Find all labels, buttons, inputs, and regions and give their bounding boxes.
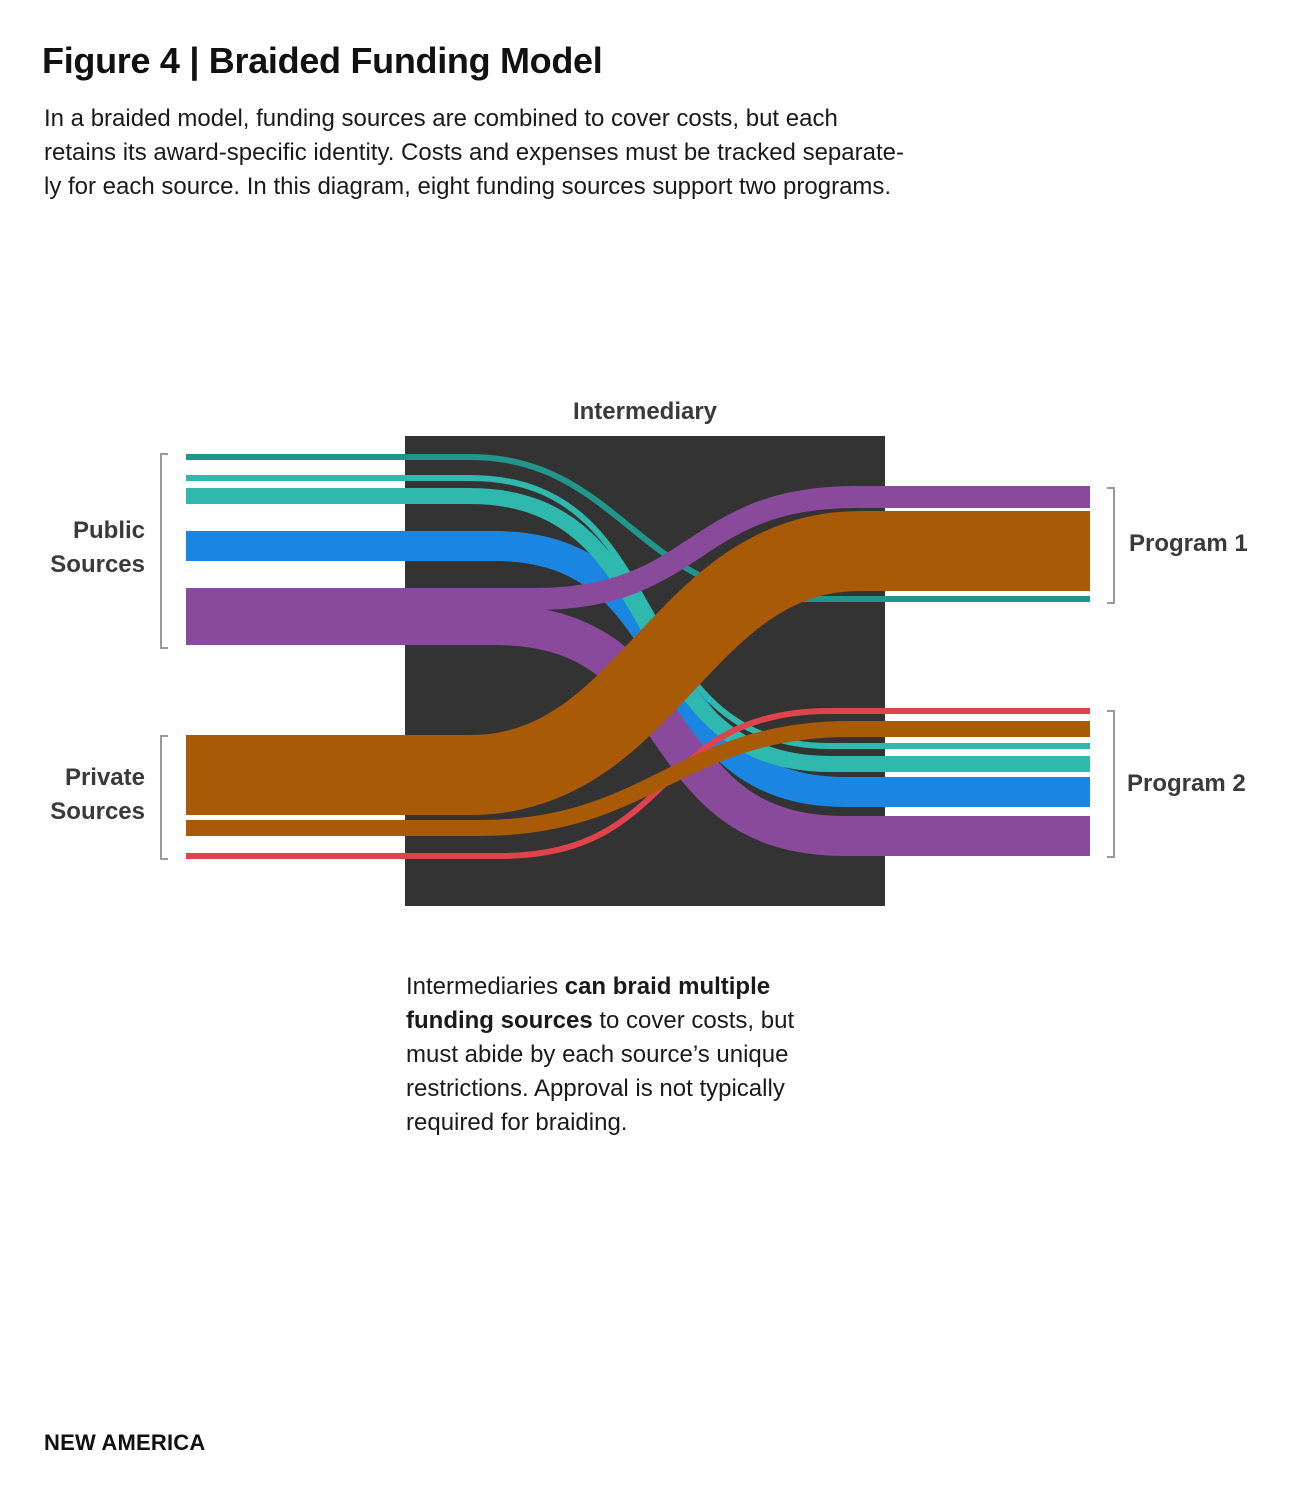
note-text: Intermediaries (406, 973, 565, 1000)
intermediary-label: Intermediary (572, 398, 718, 425)
program2-bracket (1107, 710, 1115, 858)
note-emphasis: can braid multiple (564, 973, 771, 1000)
note-emphasis: funding sources (406, 1007, 593, 1034)
funding-streams (186, 454, 1090, 859)
public-label-line: Public (72, 517, 145, 544)
note-line: funding sources to cover costs, but (406, 1004, 906, 1038)
intermediary-note: Intermediaries can braid multiple fundin… (406, 970, 906, 1140)
private-sources-label: Private Sources (50, 761, 145, 829)
note-line: Intermediaries can braid multiple (406, 970, 906, 1004)
publisher-logo: NEW AMERICA (44, 1430, 206, 1455)
note-line: required for braiding. (406, 1109, 628, 1136)
stream-brown-thin (186, 721, 1090, 836)
figure-subtitle: In a braided model, funding sources are … (44, 102, 1104, 204)
figure-title: Figure 4 | Braided Funding Model (42, 40, 603, 81)
note-line: must abide by each source’s unique (406, 1041, 789, 1068)
public-sources-bracket (160, 453, 168, 649)
private-label-line: Private (64, 764, 145, 791)
stream-purple-to-program2 (186, 605, 1090, 856)
private-sources-bracket (160, 735, 168, 860)
stream-purple-to-program1 (186, 486, 1090, 610)
subtitle-line: retains its award-specific identity. Cos… (44, 139, 904, 166)
program1-bracket (1107, 487, 1115, 604)
subtitle-line: In a braided model, funding sources are … (44, 105, 838, 132)
note-line: restrictions. Approval is not typically (406, 1075, 785, 1102)
note-text: to cover costs, but (592, 1007, 795, 1034)
program2-label: Program 2 (1127, 770, 1246, 797)
program1-label: Program 1 (1129, 530, 1248, 557)
public-label-line: Sources (50, 551, 145, 578)
public-sources-label: Public Sources (50, 514, 145, 582)
private-label-line: Sources (50, 798, 145, 825)
stream-brown-wide (186, 511, 1090, 815)
subtitle-line: ly for each source. In this diagram, eig… (44, 173, 892, 200)
